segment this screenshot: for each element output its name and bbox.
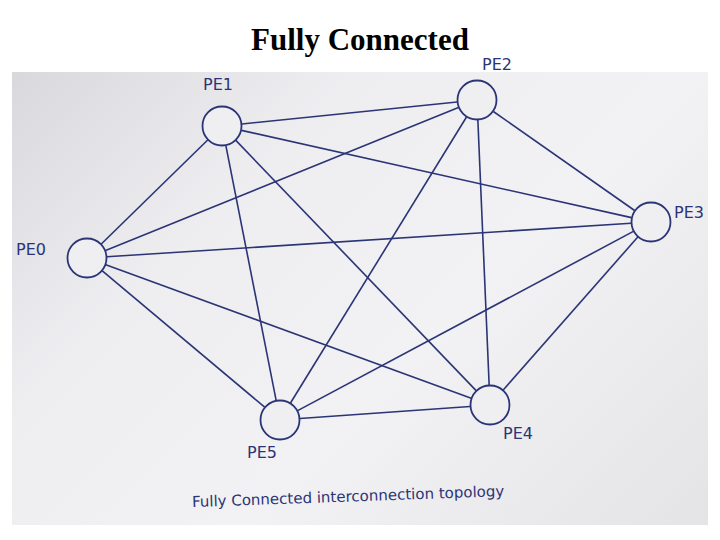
link-line bbox=[101, 140, 207, 244]
link-stroke bbox=[298, 231, 634, 410]
link-line bbox=[106, 108, 459, 251]
node-outline bbox=[471, 386, 510, 425]
node-circle bbox=[456, 79, 498, 121]
node-outline bbox=[203, 107, 242, 146]
node-label: PE3 bbox=[674, 203, 704, 222]
processor-node: PE1 bbox=[201, 105, 243, 147]
processor-node: PE3 bbox=[630, 201, 672, 243]
node-circle bbox=[630, 201, 672, 243]
slide-title: Fully Connected bbox=[0, 22, 720, 58]
link-stroke bbox=[242, 102, 457, 124]
link-stroke bbox=[290, 117, 466, 403]
node-outline bbox=[68, 239, 107, 278]
processor-node: PE0 bbox=[66, 237, 108, 279]
link-stroke bbox=[106, 108, 459, 251]
link-stroke bbox=[242, 130, 632, 217]
link-stroke bbox=[102, 271, 264, 407]
link-stroke bbox=[226, 146, 276, 401]
link-line bbox=[242, 102, 457, 124]
link-line bbox=[226, 146, 276, 401]
link-line bbox=[493, 111, 634, 210]
link-line bbox=[503, 237, 638, 390]
processor-node: PE5 bbox=[259, 399, 301, 441]
node-outline bbox=[261, 401, 300, 440]
node-outline bbox=[632, 203, 671, 242]
link-stroke bbox=[107, 223, 631, 256]
link-line bbox=[242, 130, 632, 217]
link-line bbox=[298, 231, 634, 410]
node-outline bbox=[458, 81, 497, 120]
link-stroke bbox=[478, 120, 489, 385]
link-stroke bbox=[101, 140, 207, 244]
node-label: PE5 bbox=[247, 443, 277, 462]
processor-node: PE4 bbox=[469, 384, 511, 426]
link-stroke bbox=[503, 237, 638, 390]
link-line bbox=[102, 271, 264, 407]
node-circle bbox=[469, 384, 511, 426]
link-line bbox=[290, 117, 466, 403]
node-circle bbox=[66, 237, 108, 279]
link-line bbox=[300, 406, 470, 418]
node-circle bbox=[259, 399, 301, 441]
node-circle bbox=[201, 105, 243, 147]
node-label: PE1 bbox=[203, 75, 233, 94]
link-line bbox=[236, 140, 476, 390]
link-stroke bbox=[300, 406, 470, 418]
link-line bbox=[107, 223, 631, 256]
node-label: PE0 bbox=[16, 240, 46, 259]
paper-photo bbox=[12, 72, 708, 525]
node-label: PE4 bbox=[503, 424, 533, 443]
processor-node: PE2 bbox=[456, 79, 498, 121]
node-label: PE2 bbox=[482, 55, 512, 74]
link-stroke bbox=[106, 265, 471, 398]
link-stroke bbox=[236, 140, 476, 390]
link-stroke bbox=[493, 111, 634, 210]
link-line bbox=[478, 120, 489, 385]
link-line bbox=[106, 265, 471, 398]
